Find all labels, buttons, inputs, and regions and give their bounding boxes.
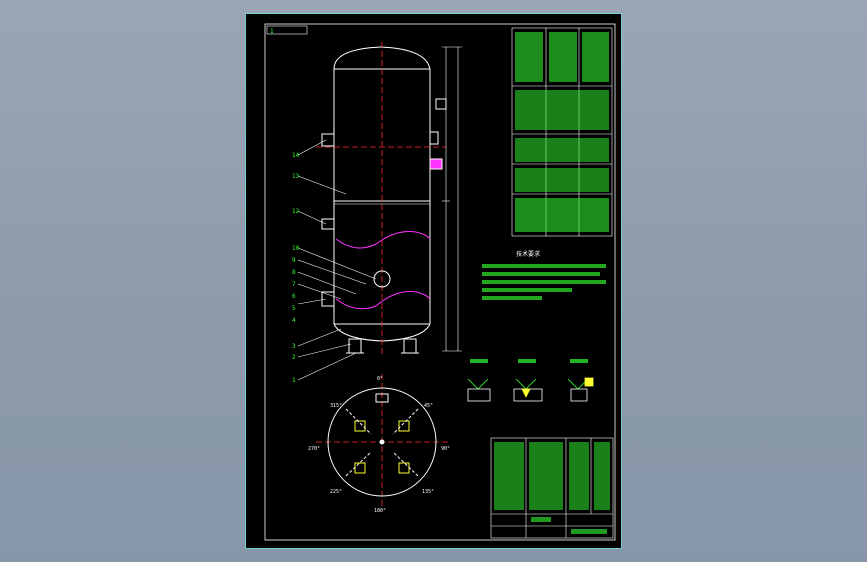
angle-label: 135° [422, 489, 434, 495]
frame-tag-text: 1 [270, 28, 274, 35]
part-label: 14 [292, 152, 300, 159]
part-label: 9 [292, 257, 296, 264]
part-label: 2 [292, 354, 296, 361]
angle-label: 45° [424, 403, 433, 409]
support-legs [346, 338, 419, 354]
part-number-labels: 14 13 12 10 9 8 7 6 5 4 3 2 1 [292, 152, 300, 384]
weld-detail-views [467, 377, 594, 402]
angle-label: 225° [330, 489, 342, 495]
angle-label: 0° [377, 376, 383, 382]
part-label: 6 [292, 293, 296, 300]
part-label: 13 [292, 173, 300, 180]
part-label: 8 [292, 269, 296, 276]
part-label: 4 [292, 317, 296, 324]
tech-requirements-title: 技术要求 [516, 250, 540, 258]
centerlines [316, 42, 451, 509]
weld-curves [335, 231, 431, 310]
drawing-canvas: 1 [264, 23, 616, 541]
part-label: 7 [292, 281, 296, 288]
angle-label: 180° [374, 508, 386, 514]
parts-list-table [490, 437, 614, 539]
leader-lines [297, 139, 377, 381]
frame-tag-box [266, 25, 308, 35]
top-head [333, 46, 431, 70]
dimension-lines [334, 46, 462, 352]
part-label: 5 [292, 305, 296, 312]
part-label: 10 [292, 245, 300, 252]
angle-label: 270° [308, 446, 320, 452]
angle-label: 315° [330, 403, 342, 409]
weld-detail-labels [470, 359, 588, 363]
part-label: 1 [292, 377, 296, 384]
drawing-sheet: 1 [245, 13, 622, 549]
part-label: 3 [292, 343, 296, 350]
tech-requirements-text [482, 264, 606, 300]
design-data-fill [515, 32, 609, 232]
inner-frame [264, 23, 616, 541]
angle-label: 90° [441, 446, 450, 452]
plan-angle-labels: 0° 45° 90° 135° 180° 225° 270° 315° [308, 376, 450, 514]
part-label: 12 [292, 208, 300, 215]
plan-view [327, 387, 437, 497]
parts-list-fill [494, 442, 610, 534]
